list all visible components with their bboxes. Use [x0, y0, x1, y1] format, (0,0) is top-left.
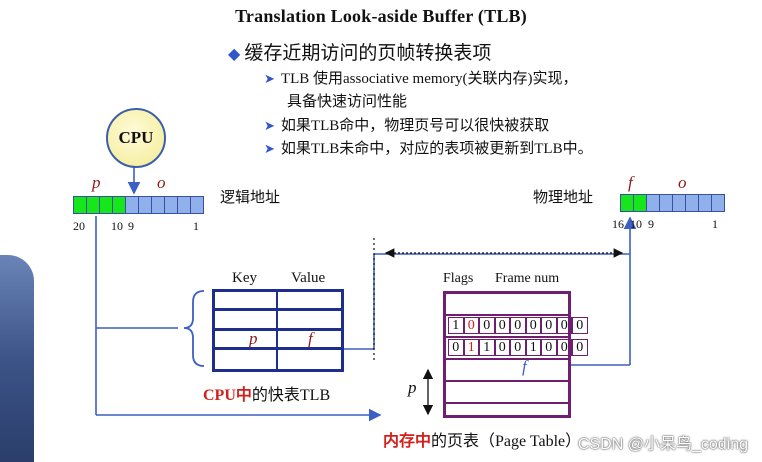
- logical-bit-1: 1: [193, 219, 199, 233]
- physical-bit-1: 1: [712, 217, 718, 231]
- arrow-bullet-icon: ➤: [264, 72, 275, 87]
- sub-bullet-3: ➤如果TLB未命中，对应的表项被更新到TLB中。: [264, 141, 593, 157]
- sub-bullet-1-cont: 具备快速访问性能: [287, 94, 408, 110]
- presenter-image: [0, 255, 34, 462]
- logical-bit-10: 10: [111, 219, 123, 233]
- main-bullet: ◆缓存近期访问的页帧转换表项: [228, 38, 491, 65]
- tlb-value-header: Value: [291, 270, 326, 286]
- logical-p-label: p: [92, 173, 101, 192]
- physical-address-label: 物理地址: [533, 190, 594, 206]
- logical-address-register: [73, 196, 204, 214]
- cpu-label: CPU: [118, 128, 154, 147]
- logical-bit-9: 9: [128, 219, 134, 233]
- tlb-key-header: Key: [232, 270, 257, 286]
- physical-o-label: o: [678, 173, 687, 192]
- physical-address-register: [620, 194, 725, 212]
- sub-bullet-1: ➤TLB 使用associative memory(关联内存)实现，: [264, 71, 578, 87]
- logical-o-label: o: [157, 173, 166, 192]
- logical-address-label: 逻辑地址: [220, 190, 281, 206]
- page-table-flags-header: Flags: [443, 271, 474, 286]
- arrow-bullet-icon: ➤: [264, 119, 275, 134]
- tlb-value-cell: f: [278, 329, 341, 350]
- tlb-caption: CPU中的快表TLB: [203, 387, 331, 404]
- slide-title: Translation Look-aside Buffer (TLB): [235, 6, 527, 26]
- physical-bit-10: 10: [630, 217, 642, 231]
- arrow-bullet-icon: ➤: [264, 142, 275, 157]
- main-bullet-text: 缓存近期访问的页帧转换表项: [244, 43, 492, 64]
- page-table-p-label: p: [408, 378, 417, 397]
- page-table-row-3: f: [446, 357, 568, 382]
- tlb-table: p f: [212, 289, 344, 372]
- physical-bit-16: 16: [612, 217, 624, 231]
- physical-bit-9: 9: [648, 217, 654, 231]
- watermark: CSDN @小呆鸟_coding: [577, 436, 748, 453]
- physical-f-label: f: [628, 173, 633, 192]
- logical-bit-20: 20: [73, 219, 85, 233]
- page-table-caption: 内存中的页表（Page Table）: [383, 433, 582, 450]
- diamond-bullet-icon: ◆: [228, 46, 241, 63]
- page-table-frame-header: Frame num: [495, 271, 560, 286]
- tlb-key-cell: p: [215, 329, 278, 350]
- cpu-circle: CPU: [106, 108, 166, 168]
- sub-bullet-2: ➤如果TLB命中，物理页号可以很快被获取: [264, 118, 550, 134]
